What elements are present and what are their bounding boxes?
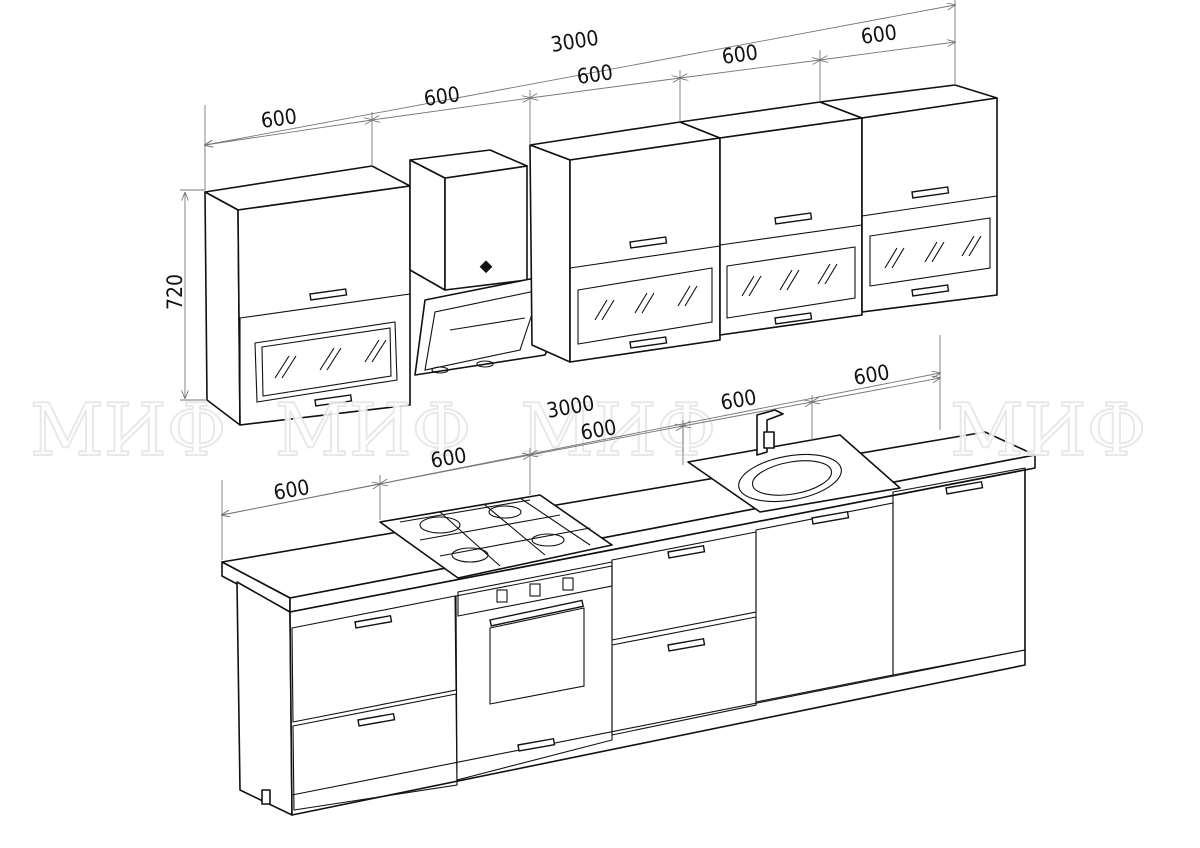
upper-module-5-width: 600 [859, 20, 898, 49]
svg-text:МИФ: МИФ [950, 388, 1146, 472]
lower-module-1-width: 600 [272, 475, 312, 505]
upper-cabinet-1 [204, 165, 411, 426]
upper-height: 720 [163, 274, 187, 310]
lower-module-5-width: 600 [852, 360, 892, 390]
upper-total-width: 3000 [549, 26, 600, 57]
upper-cabinet-3 [529, 121, 721, 363]
upper-module-4-width: 600 [720, 40, 759, 69]
svg-text:МИФ: МИФ [30, 388, 226, 472]
upper-module-2-width: 600 [422, 82, 461, 111]
upper-module-1-width: 600 [259, 104, 298, 133]
upper-module-3-width: 600 [575, 60, 614, 89]
